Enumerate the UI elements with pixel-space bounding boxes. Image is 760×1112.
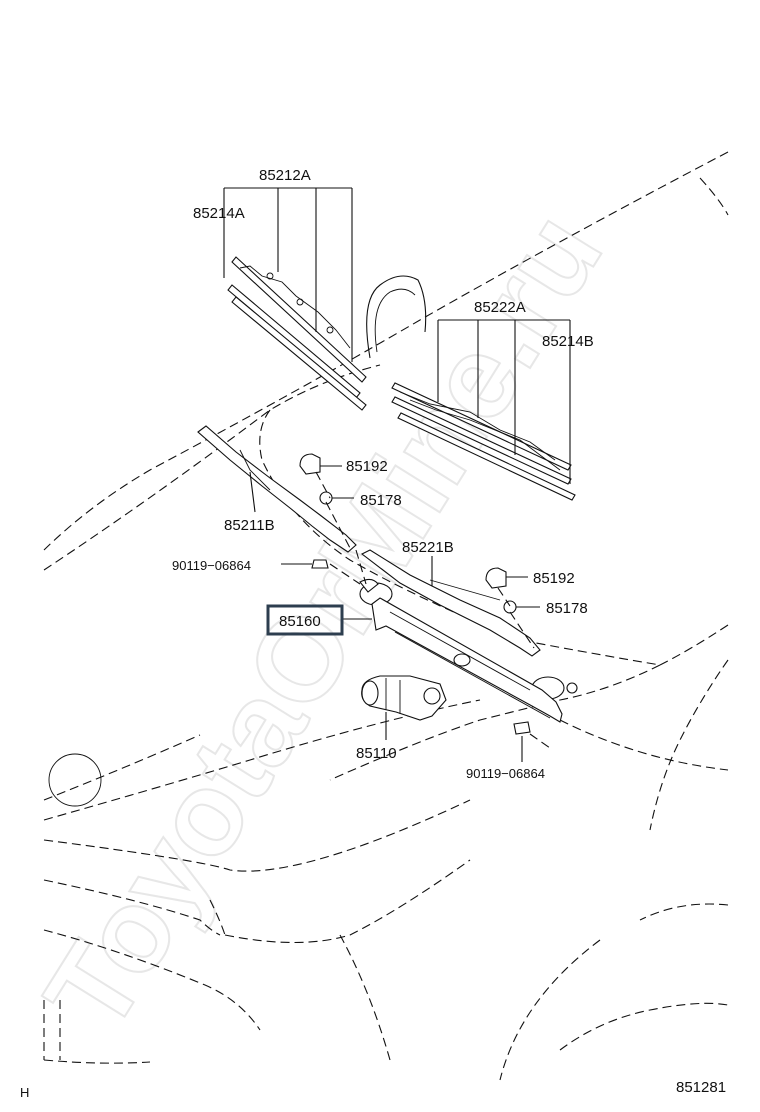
label-85212A: 85212A xyxy=(259,167,311,184)
label-85211B: 85211B xyxy=(224,517,275,534)
bolt-bottom xyxy=(513,721,531,735)
label-85192-mid: 85192 xyxy=(533,570,575,587)
label-90119-06864-bottom: 90119−06864 xyxy=(466,766,545,781)
label-85214A: 85214A xyxy=(193,205,245,222)
pivot-cap-top xyxy=(299,453,321,475)
part-labels: 85212A 85214A 85222A 85214B 85192 85178 … xyxy=(172,167,594,781)
label-85110: 85110 xyxy=(356,745,397,762)
label-85214B: 85214B xyxy=(542,333,594,350)
label-85178-top: 85178 xyxy=(360,492,402,509)
assembly-leaders xyxy=(315,471,551,749)
footer-left-code: H xyxy=(20,1085,29,1100)
blade-assembly-right xyxy=(391,382,576,501)
wiper-arm-right xyxy=(360,549,541,657)
pivot-cap-mid xyxy=(485,567,507,589)
callout-lines xyxy=(223,187,571,762)
label-85222A: 85222A xyxy=(474,299,526,316)
pivot-nut-mid xyxy=(503,600,517,614)
highlight-box-85160 xyxy=(266,604,344,636)
diagram-number: 851281 xyxy=(676,1079,726,1096)
wiper-arm-left xyxy=(197,425,357,553)
label-85221B: 85221B xyxy=(402,539,454,556)
label-85178-mid: 85178 xyxy=(546,600,588,617)
label-85160[interactable]: 85160 xyxy=(279,613,321,630)
label-85192-top: 85192 xyxy=(346,458,388,475)
label-90119-06864-top: 90119−06864 xyxy=(172,558,251,573)
wiper-motor xyxy=(361,675,447,721)
footer: H 851281 xyxy=(20,1079,726,1100)
blade-assembly-left xyxy=(227,256,367,411)
small-parts xyxy=(299,453,531,735)
bolt-top xyxy=(311,559,329,569)
vehicle-body-outline xyxy=(43,151,729,1081)
